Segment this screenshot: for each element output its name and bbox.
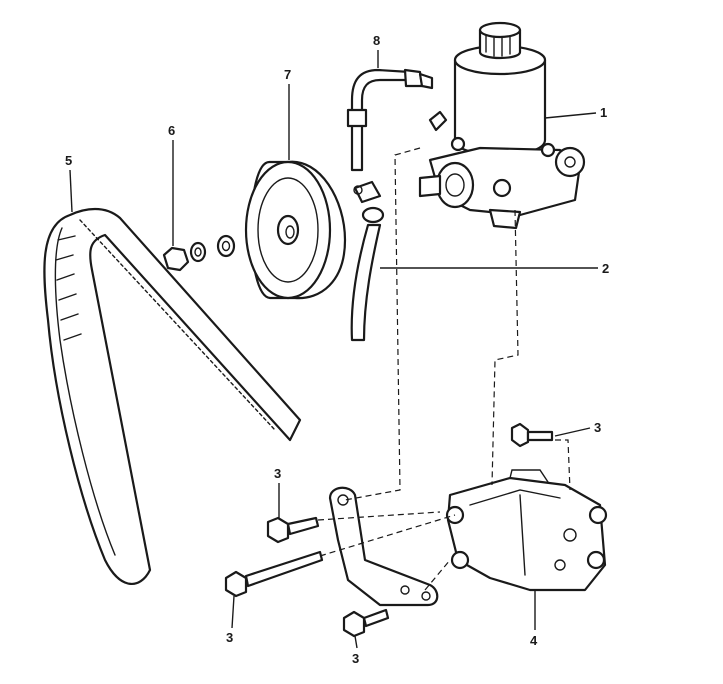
bolt-upper-right: [510, 422, 554, 448]
callout-leaders: [69, 50, 598, 649]
callout-8: 8: [373, 33, 380, 48]
bolt-short-left: [266, 516, 320, 544]
return-hose: [350, 180, 385, 342]
assembly-guide-lines: [317, 147, 571, 591]
callout-3-long-bolt: 3: [226, 630, 233, 645]
pump-pulley: [244, 160, 347, 300]
callout-6: 6: [168, 123, 175, 138]
callout-5: 5: [65, 153, 72, 168]
pump-bracket-rear: [328, 486, 439, 607]
callout-7: 7: [284, 67, 291, 82]
callout-4: 4: [530, 633, 538, 648]
callout-2: 2: [602, 261, 609, 276]
callout-3-lower-bolt: 3: [352, 651, 359, 666]
callout-1: 1: [600, 105, 607, 120]
drive-belt: [43, 207, 302, 586]
bolt-long-left: [224, 550, 324, 598]
callout-labels: 1 2 3 3 3 3 4 5 6 7 8: [65, 33, 609, 666]
pump-mounting-bracket: [445, 469, 608, 592]
pressure-line: [346, 68, 434, 172]
bolt-lower-center: [342, 608, 390, 638]
power-steering-pump: [418, 21, 586, 230]
callout-3-upper-right: 3: [594, 420, 601, 435]
callout-3-short-bolt: 3: [274, 466, 281, 481]
pulley-nut-and-washers: [162, 234, 236, 272]
